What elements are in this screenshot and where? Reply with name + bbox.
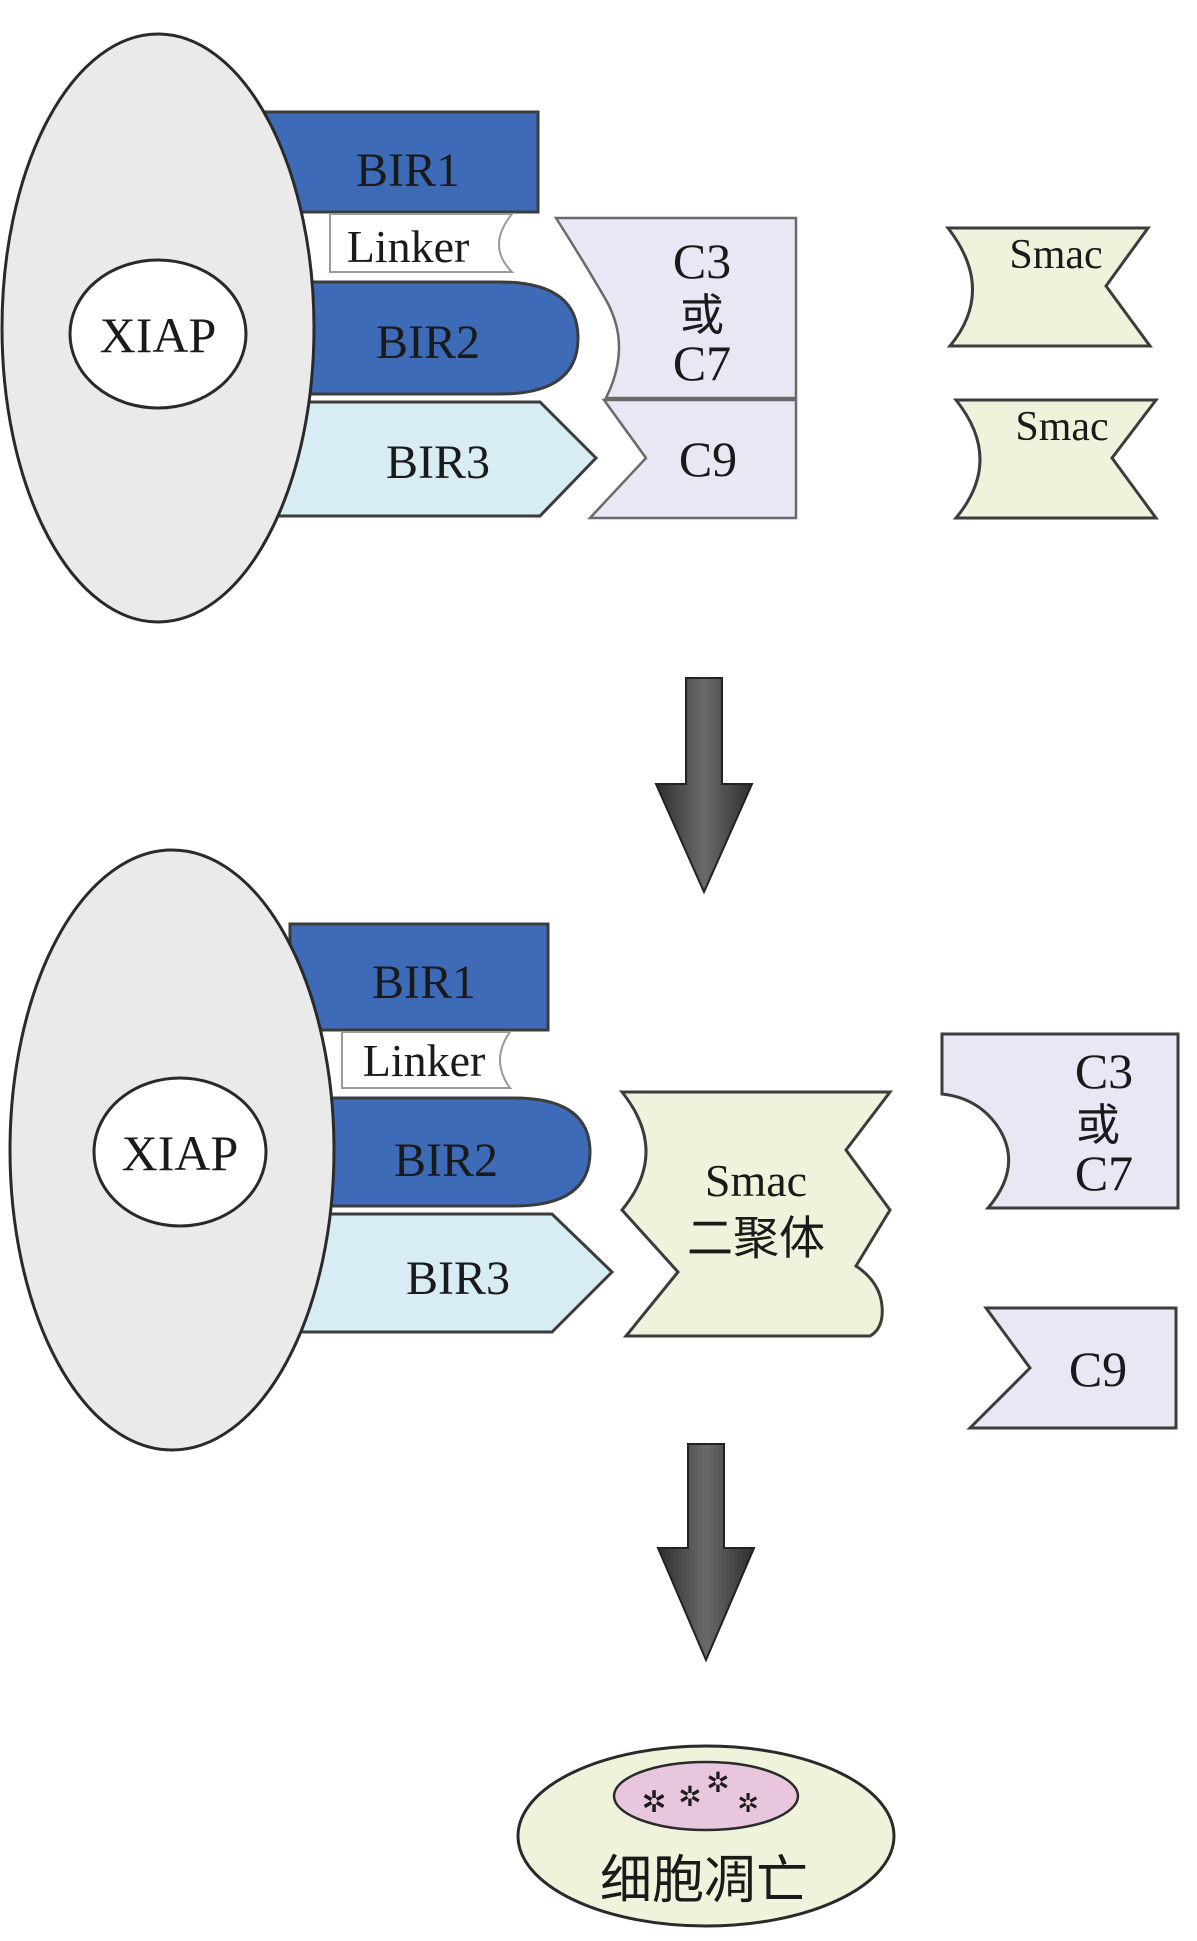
bottom-linker-label: Linker	[363, 1035, 486, 1086]
bottom-bir2-block	[288, 1096, 592, 1208]
bottom-panel: BIR1 Linker BIR2 BIR3 XIAP Smac 二聚体 C3 或…	[8, 848, 1180, 1452]
top-linker-label: Linker	[347, 221, 470, 272]
fragment-icon-2: ✲	[678, 1780, 701, 1813]
bottom-xiap-core	[92, 1076, 268, 1228]
top-c3-label: C3	[673, 233, 731, 289]
top-xiap-core	[68, 258, 248, 410]
bottom-c3-label: C3	[1075, 1043, 1133, 1099]
down-arrow-1	[654, 677, 754, 895]
top-bir2-label: BIR2	[376, 316, 480, 369]
apoptotic-nucleus	[612, 1760, 800, 1832]
bottom-bir1-label: BIR1	[372, 956, 476, 1009]
top-c9-label: C9	[679, 431, 737, 487]
top-panel: BIR1 Linker BIR2 BIR3 XIAP C3 或 C7 C9 Sm…	[0, 32, 1160, 624]
top-smac1-label: Smac	[1009, 232, 1102, 278]
bottom-xiap-label: XIAP	[122, 1125, 239, 1181]
bottom-smac-dimer-line1: Smac	[705, 1155, 807, 1206]
top-smac2-block	[952, 398, 1160, 520]
fragment-icon-4: ✲	[737, 1789, 759, 1819]
top-smac2-label: Smac	[1015, 404, 1108, 450]
fragment-icon-3: ✲	[706, 1766, 729, 1799]
top-smac1-block	[944, 226, 1153, 348]
top-bir1-label: BIR1	[356, 144, 460, 197]
apoptosis-label: 细胞凋亡	[600, 1851, 808, 1911]
down-arrow-2	[656, 1443, 756, 1663]
fragment-icon-1: ✲	[641, 1785, 666, 1820]
top-c7-label: C7	[673, 335, 731, 391]
apoptotic-cell-body	[516, 1744, 896, 1928]
top-bir3-label: BIR3	[386, 436, 490, 489]
bottom-caspase37-block	[940, 1032, 1180, 1210]
apoptosis-cell: ✲ ✲ ✲ ✲ 细胞凋亡	[516, 1744, 896, 1928]
top-or-label: 或	[680, 290, 724, 341]
bottom-c9-label: C9	[1069, 1341, 1127, 1397]
top-caspase37-block	[553, 216, 798, 400]
bottom-smac-dimer-block	[618, 1090, 894, 1338]
bottom-linker-block	[341, 1031, 512, 1089]
top-linker-block	[329, 213, 515, 273]
bottom-bir3-label: BIR3	[406, 1252, 510, 1305]
bottom-smac-dimer-line2: 二聚体	[687, 1211, 825, 1265]
bottom-bir2-label: BIR2	[394, 1134, 498, 1187]
bottom-c7-label: C7	[1075, 1145, 1133, 1201]
top-bir2-block	[260, 280, 580, 396]
bottom-c9-block	[966, 1306, 1178, 1430]
bottom-or-label: 或	[1076, 1100, 1120, 1151]
top-xiap-label: XIAP	[100, 307, 217, 363]
top-c9-block	[587, 398, 798, 520]
